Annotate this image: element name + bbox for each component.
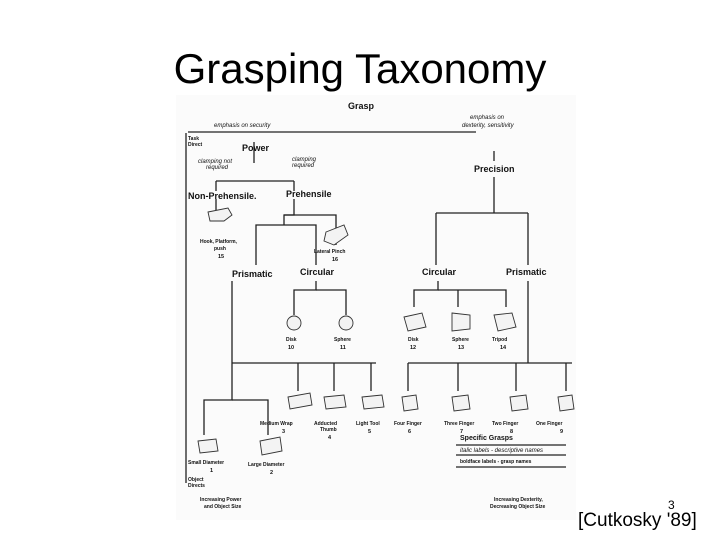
- light-tool-number: 5: [368, 429, 371, 435]
- page-number: 3: [668, 498, 675, 512]
- large-diameter-icon: [259, 436, 283, 456]
- four-finger-number: 6: [408, 429, 411, 435]
- increasing-power-label-2: and Object Size: [204, 504, 241, 510]
- clamping-not-label-1: clamping not: [198, 159, 232, 165]
- two-finger-label: Two Finger: [492, 421, 518, 427]
- power-prismatic-label: Prismatic: [232, 269, 273, 279]
- root-label: Grasp: [348, 101, 375, 111]
- citation: [Cutkosky '89]: [578, 510, 697, 531]
- lateral-pinch-icon: [323, 224, 349, 246]
- precision-label: Precision: [474, 164, 515, 174]
- emphasis-dexterity-label-2: dexterity, sensitivity: [462, 123, 515, 129]
- tripod-number: 14: [500, 345, 507, 351]
- disk-precision-number: 12: [410, 345, 416, 351]
- small-diameter-label: Small Diameter: [188, 460, 224, 466]
- sphere-power-icon: [338, 315, 354, 331]
- disk-precision-label: Disk: [408, 337, 419, 343]
- adducted-thumb-icon: [323, 394, 347, 410]
- increasing-power-label-1: Increasing Power: [200, 497, 241, 503]
- sphere-power-label: Sphere: [334, 337, 351, 343]
- non-prehensile-label: Non-Prehensile.: [188, 191, 257, 201]
- emphasis-dexterity-label-1: emphasis on: [470, 115, 505, 121]
- medium-wrap-number: 3: [282, 429, 285, 435]
- figure-background: [176, 95, 576, 520]
- small-diameter-number: 1: [210, 468, 213, 474]
- sphere-power-number: 11: [340, 345, 346, 351]
- precision-prismatic-label: Prismatic: [506, 267, 547, 277]
- four-finger-label: Four Finger: [394, 421, 422, 427]
- tripod-label: Tripod: [492, 337, 507, 343]
- adducted-thumb-label-2: Thumb: [320, 427, 337, 433]
- grasp-taxonomy-figure: Grasp emphasis on security emphasis on d…: [176, 95, 576, 520]
- tree-lines: [185, 131, 572, 483]
- disk-precision-icon: [403, 312, 427, 332]
- precision-circular-label: Circular: [422, 267, 457, 277]
- disk-power-label: Disk: [286, 337, 297, 343]
- emphasis-security-label: emphasis on security: [214, 123, 271, 129]
- taxonomy-diagram: Grasp emphasis on security emphasis on d…: [176, 95, 576, 520]
- clamping-not-label-2: required: [206, 165, 229, 171]
- medium-wrap-label: Medium Wrap: [260, 421, 293, 427]
- two-finger-icon: [509, 394, 529, 412]
- adducted-thumb-number: 4: [328, 435, 332, 441]
- task-direct-label-1: Task: [188, 136, 199, 142]
- object-directs-label-1: Object: [188, 477, 204, 483]
- small-diameter-icon: [197, 438, 219, 454]
- power-circular-label: Circular: [300, 267, 335, 277]
- object-directs-label-2: Directs: [188, 483, 205, 489]
- power-label: Power: [242, 143, 270, 153]
- large-diameter-number: 2: [270, 470, 273, 476]
- sphere-precision-number: 13: [458, 345, 464, 351]
- sphere-precision-label: Sphere: [452, 337, 469, 343]
- increasing-dexterity-label-1: Increasing Dexterity,: [494, 497, 543, 503]
- clamping-req-label-2: required: [292, 163, 315, 169]
- disk-power-icon: [286, 315, 302, 331]
- large-diameter-label: Large Diameter: [248, 462, 284, 468]
- tripod-icon: [493, 312, 517, 332]
- hook-grasp-icon: [207, 207, 233, 222]
- one-finger-icon: [557, 394, 575, 412]
- light-tool-label: Light Tool: [356, 421, 380, 427]
- hand-icons: [197, 207, 575, 456]
- hook-number: 15: [218, 254, 224, 260]
- slide-title: Grasping Taxonomy: [173, 45, 547, 92]
- two-finger-number: 8: [510, 429, 513, 435]
- disk-power-number: 10: [288, 345, 294, 351]
- increasing-dexterity-label-2: Decreasing Object Size: [490, 504, 546, 510]
- clamping-req-label-1: clamping: [292, 157, 317, 163]
- task-direct-label-2: Direct: [188, 142, 203, 148]
- prehensile-label: Prehensile: [286, 189, 332, 199]
- hook-label-1: Hook, Platform,: [200, 239, 238, 245]
- specific-grasps-heading: Specific Grasps: [460, 435, 513, 442]
- three-finger-label: Three Finger: [444, 421, 474, 427]
- one-finger-label: One Finger: [536, 421, 562, 427]
- sphere-precision-icon: [451, 312, 471, 332]
- three-finger-number: 7: [460, 429, 463, 435]
- legend-italic-label: italic labels - descriptive names: [460, 448, 543, 454]
- lateral-pinch-number: 16: [332, 257, 338, 263]
- legend-bold-label: boldface labels - grasp names: [460, 459, 532, 465]
- one-finger-number: 9: [560, 429, 563, 435]
- medium-wrap-icon: [287, 392, 313, 410]
- hook-label-2: push: [214, 246, 226, 252]
- adducted-thumb-label-1: Adducted: [314, 421, 337, 427]
- lateral-pinch-label: Lateral Pinch: [314, 249, 345, 255]
- three-finger-icon: [451, 394, 471, 412]
- four-finger-icon: [401, 394, 419, 412]
- light-tool-icon: [361, 394, 385, 410]
